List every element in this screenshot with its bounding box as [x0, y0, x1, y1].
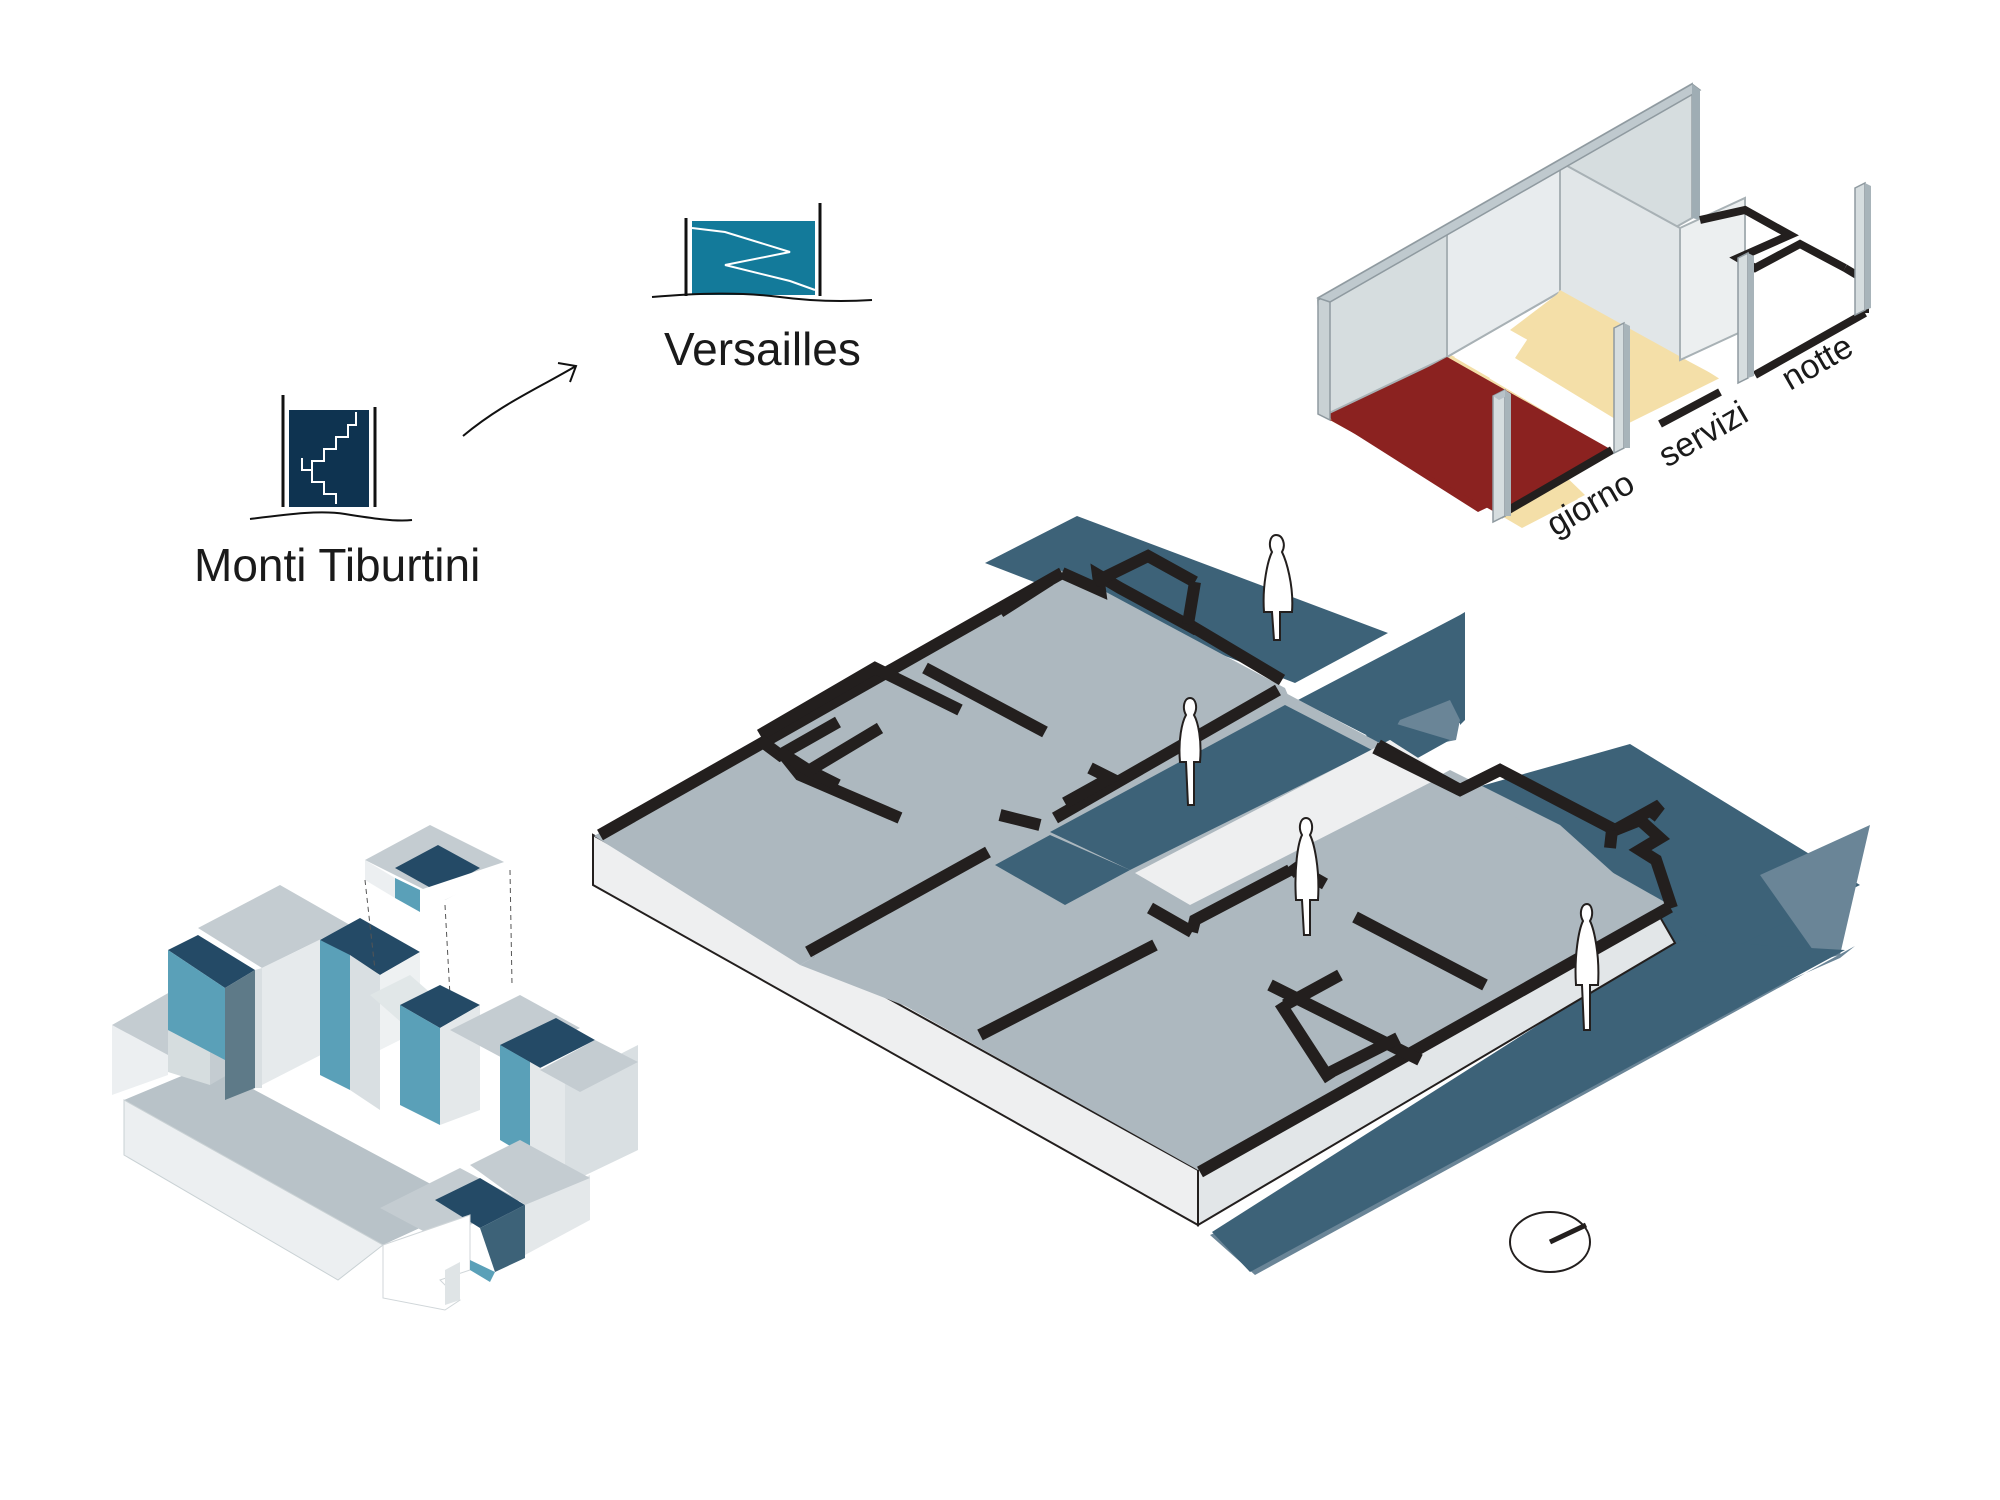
human-figure-icon — [1262, 533, 1294, 641]
walls-left-unit — [597, 549, 1286, 958]
destination-label: Versailles — [664, 323, 861, 375]
stepped-section-icon — [249, 395, 413, 522]
zigzag-section-icon — [651, 203, 873, 302]
block-roof — [124, 1065, 470, 1245]
origin-label: Monti Tiburtini — [194, 539, 480, 591]
human-figure-icon — [1294, 816, 1320, 936]
ground-terrace — [1212, 940, 1845, 1272]
north-arrow-icon — [1509, 1211, 1591, 1273]
zone-label-servizi: servizi — [1652, 394, 1754, 475]
human-figure-icon — [1178, 696, 1202, 806]
main-plan-axonometric — [592, 516, 1870, 1275]
zoning-axonometric: giorno servizi notte — [1316, 82, 1871, 544]
column — [1737, 251, 1754, 385]
courtyard-block-axonometric — [112, 825, 638, 1311]
column — [1492, 388, 1511, 524]
typology-comparison: Monti Tiburtini Versailles — [194, 203, 873, 591]
curved-arrow-icon — [462, 362, 578, 437]
column — [1613, 321, 1630, 455]
column — [1854, 181, 1871, 317]
human-figure-icon — [1574, 902, 1600, 1031]
